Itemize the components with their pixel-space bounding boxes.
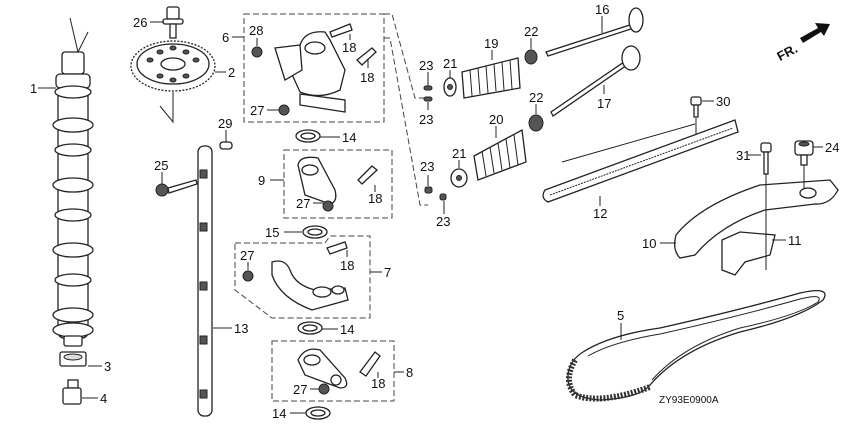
part-15-washer[interactable] xyxy=(302,225,328,239)
callout-22: 22 xyxy=(529,90,543,105)
part-13-rocker-shaft[interactable] xyxy=(197,145,213,417)
callout-23: 23 xyxy=(420,159,434,174)
part-5-cam-chain[interactable] xyxy=(566,290,826,402)
callout-4: 4 xyxy=(100,391,107,406)
rocker-arm-6[interactable] xyxy=(274,31,346,113)
callout-21: 21 xyxy=(443,56,457,71)
front-direction-indicator: FR. xyxy=(774,23,830,64)
callout-1: 1 xyxy=(30,81,37,96)
callout-13: 13 xyxy=(234,321,248,336)
direction-label: FR. xyxy=(774,41,800,64)
part-24-collar[interactable] xyxy=(794,140,814,166)
callout-25: 25 xyxy=(154,158,168,173)
part-23-cotter[interactable] xyxy=(424,186,447,201)
callout-15: 15 xyxy=(265,225,279,240)
part-10-tensioner-arm[interactable] xyxy=(674,179,839,259)
callout-23: 23 xyxy=(419,58,433,73)
callout-8: 8 xyxy=(406,365,413,380)
part-21-retainer[interactable] xyxy=(450,168,468,188)
callout-11: 11 xyxy=(788,233,802,248)
part-27-nut[interactable] xyxy=(318,383,330,395)
callout-29: 29 xyxy=(218,116,232,131)
callout-3: 3 xyxy=(104,359,111,374)
callout-12: 12 xyxy=(593,206,607,221)
callout-16: 16 xyxy=(595,2,609,17)
rocker-arm-7[interactable] xyxy=(271,260,349,311)
part-28-nut[interactable] xyxy=(251,46,263,58)
callout-27: 27 xyxy=(250,103,264,118)
callout-21: 21 xyxy=(452,146,466,161)
part-21-retainer[interactable] xyxy=(443,77,457,97)
part-31-bolt[interactable] xyxy=(760,142,772,175)
part-27-nut[interactable] xyxy=(278,104,290,116)
callout-6: 6 xyxy=(222,30,229,45)
callout-27: 27 xyxy=(240,248,254,263)
part-23-cotter[interactable] xyxy=(423,85,433,102)
callout-19: 19 xyxy=(484,36,498,51)
part-2-cam-gear[interactable] xyxy=(130,40,216,92)
part-3-nut[interactable] xyxy=(59,351,87,367)
callout-14: 14 xyxy=(272,406,286,421)
callout-14: 14 xyxy=(342,130,356,145)
callout-5: 5 xyxy=(617,308,624,323)
part-18-adjusting-screw[interactable] xyxy=(356,47,377,66)
callout-18: 18 xyxy=(371,376,385,391)
callout-7: 7 xyxy=(384,265,391,280)
part-14-washer[interactable] xyxy=(305,406,331,420)
callout-22: 22 xyxy=(524,24,538,39)
callout-27: 27 xyxy=(293,382,307,397)
callout-28: 28 xyxy=(249,23,263,38)
callout-27: 27 xyxy=(296,196,310,211)
part-25-bolt[interactable] xyxy=(155,179,198,197)
callout-20: 20 xyxy=(489,112,503,127)
callout-23: 23 xyxy=(436,214,450,229)
callout-31: 31 xyxy=(736,148,750,163)
rocker-arm-8[interactable] xyxy=(297,348,348,389)
part-18-adjusting-screw[interactable] xyxy=(329,23,353,38)
callout-9: 9 xyxy=(258,173,265,188)
callout-30: 30 xyxy=(716,94,730,109)
drawing-code: ZY93E0900A xyxy=(659,395,719,406)
callout-18: 18 xyxy=(360,70,374,85)
part-16-intake-valve[interactable] xyxy=(545,7,644,57)
part-4-plug[interactable] xyxy=(62,379,82,405)
part-22-valve-seal[interactable] xyxy=(524,49,538,65)
part-14-washer[interactable] xyxy=(295,129,321,143)
part-30-bolt[interactable] xyxy=(690,96,702,118)
callout-23: 23 xyxy=(419,112,433,127)
callout-10: 10 xyxy=(642,236,656,251)
part-12-chain-guide[interactable] xyxy=(542,119,739,203)
part-29-pin[interactable] xyxy=(219,141,233,150)
part-19-valve-spring[interactable] xyxy=(461,57,521,99)
part-14-washer[interactable] xyxy=(297,321,323,335)
part-18-adjusting-screw[interactable] xyxy=(326,241,348,255)
part-18-adjusting-screw[interactable] xyxy=(359,351,381,377)
arrow-icon xyxy=(800,23,830,43)
callout-18: 18 xyxy=(342,40,356,55)
callout-18: 18 xyxy=(340,258,354,273)
callout-26: 26 xyxy=(133,15,147,30)
callout-14: 14 xyxy=(340,322,354,337)
rocker-arm-9[interactable] xyxy=(297,156,337,205)
part-18-adjusting-screw[interactable] xyxy=(357,165,378,185)
part-20-valve-spring[interactable] xyxy=(473,128,527,181)
part-17-exhaust-valve[interactable] xyxy=(550,45,641,117)
callout-18: 18 xyxy=(368,191,382,206)
callout-24: 24 xyxy=(825,140,839,155)
callout-2: 2 xyxy=(228,65,235,80)
part-26-bolt[interactable] xyxy=(162,6,184,39)
part-22-valve-seal[interactable] xyxy=(528,114,544,132)
part-27-nut[interactable] xyxy=(322,200,334,212)
part-27-nut[interactable] xyxy=(242,270,254,282)
camshaft[interactable] xyxy=(52,17,94,347)
callout-17: 17 xyxy=(597,96,611,111)
part-11-tensioner[interactable] xyxy=(721,231,776,276)
